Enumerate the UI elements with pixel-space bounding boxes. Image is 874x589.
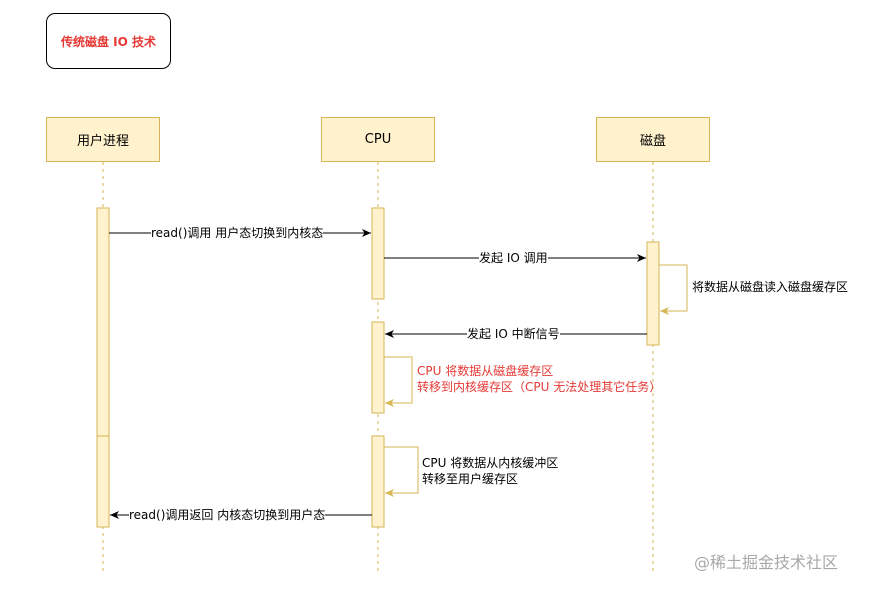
- activation-cpu-3: [371, 435, 385, 528]
- activation-user-2: [96, 435, 110, 528]
- self-loop-disk: [659, 264, 688, 315]
- note-cpu-copy-kernel-line2: 转移到内核缓存区（CPU 无法处理其它任务）: [417, 380, 662, 394]
- message-label-read-return: read()调用返回 内核态切换到用户态: [129, 508, 326, 522]
- note-cpu-copy-user-line2: 转移至用户缓存区: [422, 472, 519, 486]
- message-label-io-call: 发起 IO 调用: [479, 251, 548, 265]
- note-cpu-copy-user-line1: CPU 将数据从内核缓冲区: [422, 456, 559, 470]
- activation-disk: [646, 241, 660, 346]
- activation-user-1: [96, 207, 110, 437]
- activation-cpu-1: [371, 207, 385, 300]
- message-label-io-interrupt: 发起 IO 中断信号: [467, 327, 560, 341]
- message-label-read-call: read()调用 用户态切换到内核态: [151, 226, 324, 240]
- note-cpu-copy-kernel: CPU 将数据从磁盘缓存区 转移到内核缓存区（CPU 无法处理其它任务）: [417, 363, 661, 395]
- note-disk-read-text: 将数据从磁盘读入磁盘缓存区: [692, 280, 849, 294]
- actor-disk: 磁盘: [596, 117, 710, 162]
- note-cpu-copy-user: CPU 将数据从内核缓冲区 转移至用户缓存区: [422, 455, 558, 487]
- watermark: @稀土掘金技术社区: [694, 553, 839, 572]
- diagram-title: 传统磁盘 IO 技术: [46, 13, 171, 69]
- actor-user-process: 用户进程: [46, 117, 160, 162]
- actor-cpu: CPU: [321, 117, 435, 162]
- activation-cpu-2: [371, 321, 385, 414]
- note-cpu-copy-kernel-line1: CPU 将数据从磁盘缓存区: [417, 364, 554, 378]
- self-loop-cpu-1: [384, 356, 413, 407]
- note-disk-read: 将数据从磁盘读入磁盘缓存区: [692, 279, 848, 295]
- self-loop-cpu-2: [384, 446, 419, 497]
